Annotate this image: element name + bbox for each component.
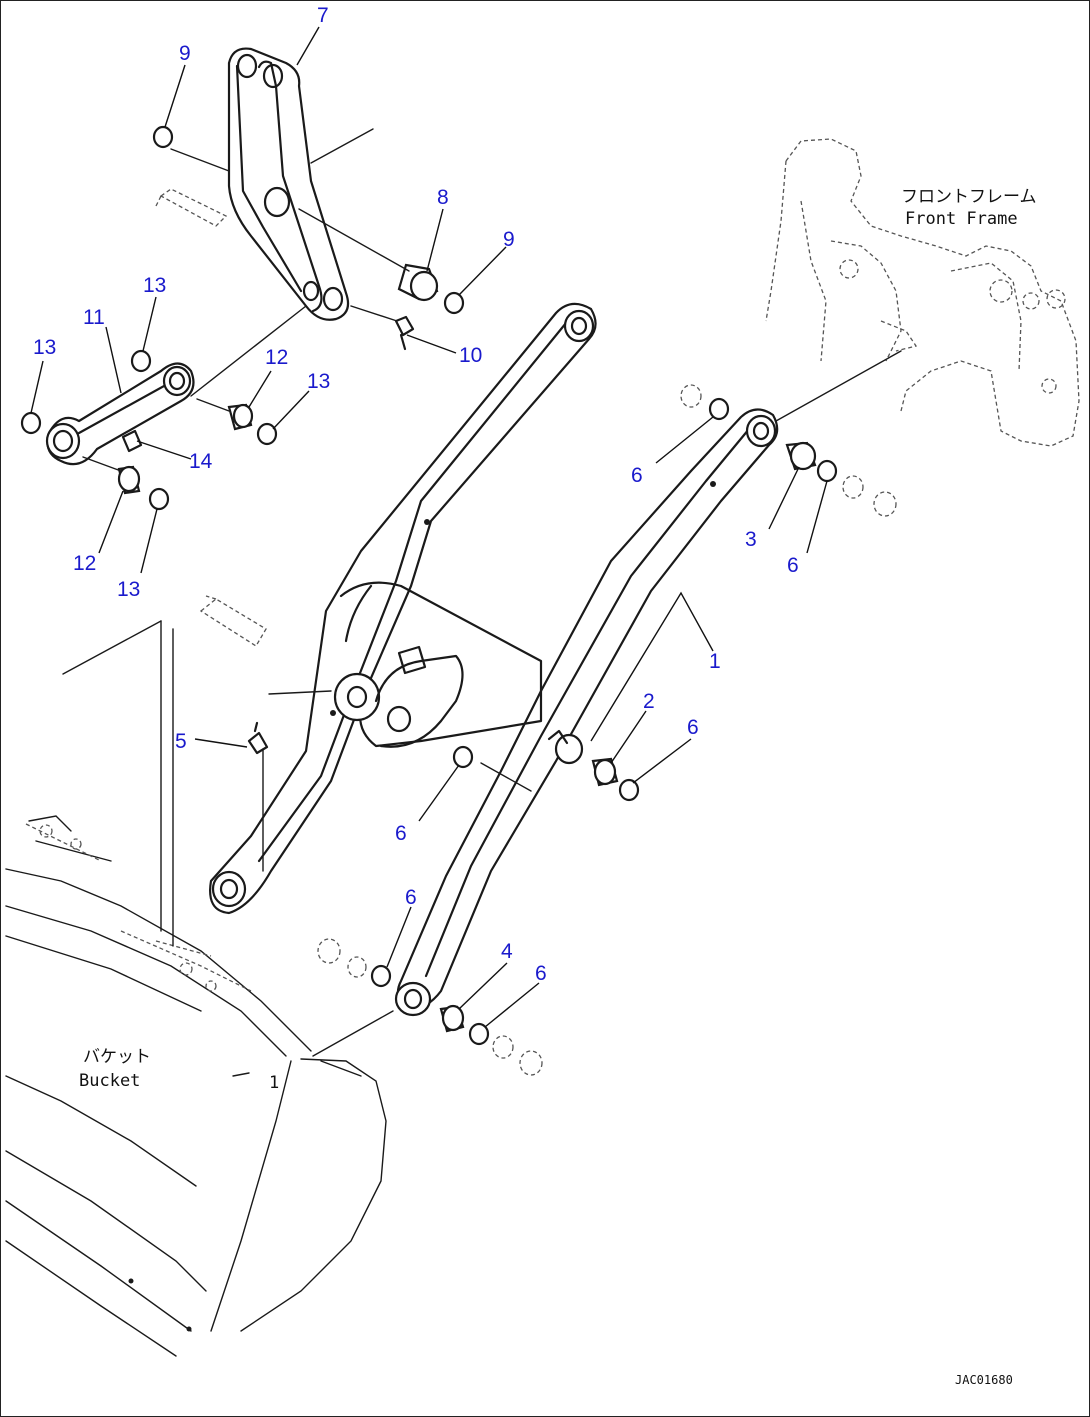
callout-3: 3 xyxy=(745,528,757,551)
lift-arm-1b xyxy=(394,408,779,1017)
bushing-4 xyxy=(317,938,543,1076)
bucket xyxy=(5,815,387,1357)
callout-6: 6 xyxy=(535,962,547,985)
callout-13: 13 xyxy=(143,274,167,297)
callout-6: 6 xyxy=(787,554,799,577)
callout-6: 6 xyxy=(395,822,407,845)
link-11 xyxy=(20,349,278,511)
callout-8: 8 xyxy=(437,186,449,209)
construction-lines xyxy=(62,128,902,1057)
lift-arm-1 xyxy=(209,302,597,915)
callout-1: 1 xyxy=(709,650,721,673)
callout-2: 2 xyxy=(643,690,655,713)
pin-upper xyxy=(155,188,228,227)
callout-4: 4 xyxy=(501,940,513,963)
callout-12: 12 xyxy=(73,552,97,575)
callout-9: 9 xyxy=(503,228,515,251)
front-frame xyxy=(765,138,1080,447)
bushing-2 xyxy=(452,745,640,802)
callout-7: 7 xyxy=(317,4,329,27)
callout-9: 9 xyxy=(179,42,191,65)
grease-fitting-5 xyxy=(199,595,269,755)
callout-6: 6 xyxy=(405,886,417,909)
callout-6: 6 xyxy=(687,716,699,739)
callout-12: 12 xyxy=(265,346,289,369)
callout-10: 10 xyxy=(459,344,483,367)
drawing-code: JAC01680 xyxy=(955,1373,1013,1387)
bell-crank-7 xyxy=(227,47,350,321)
front-frame-label-jp: フロントフレーム xyxy=(901,187,1037,207)
callout-14: 14 xyxy=(189,450,213,473)
callout-6: 6 xyxy=(631,464,643,487)
bushing-8 xyxy=(152,125,465,351)
callout-13: 13 xyxy=(33,336,57,359)
callout-11: 11 xyxy=(83,306,105,329)
callout-13: 13 xyxy=(117,578,141,601)
bushing-3 xyxy=(680,384,897,517)
bucket-ref-number: 1 xyxy=(269,1073,280,1093)
bucket-label-jp: バケット xyxy=(83,1047,151,1067)
leader-lines xyxy=(30,26,828,1028)
bucket-label-en: Bucket xyxy=(79,1071,141,1091)
callout-13: 13 xyxy=(307,370,331,393)
callout-5: 5 xyxy=(175,730,187,753)
front-frame-label-en: Front Frame xyxy=(905,209,1018,229)
